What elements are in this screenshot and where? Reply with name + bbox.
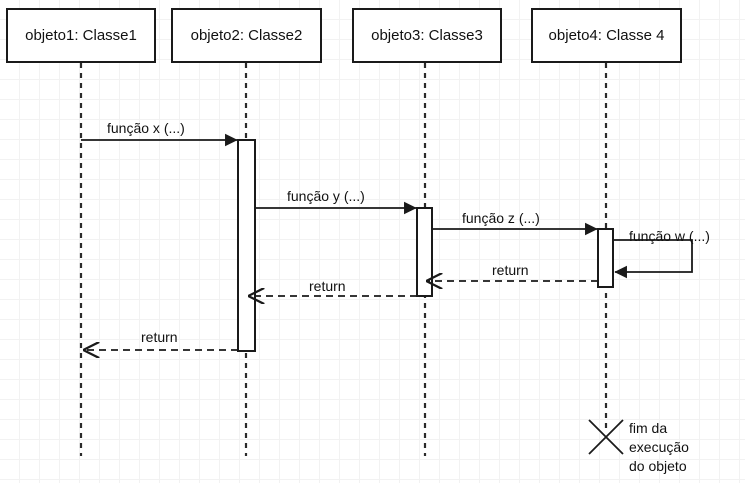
message-label-funcao-w: função w (...) bbox=[629, 228, 710, 244]
destruction-note-label: fim da execução do objeto bbox=[629, 420, 689, 474]
message-label-funcao-z: função z (...) bbox=[462, 210, 540, 226]
message-label-return-objeto3-objeto2: return bbox=[309, 278, 346, 294]
message-label-funcao-x: função x (...) bbox=[107, 120, 185, 136]
activation-bar-objeto2 bbox=[237, 139, 256, 352]
participant-box-objeto3[interactable]: objeto3: Classe3 bbox=[352, 8, 502, 63]
participant-label-objeto1: objeto1: Classe1 bbox=[25, 27, 137, 44]
participant-box-objeto1[interactable]: objeto1: Classe1 bbox=[6, 8, 156, 63]
message-label-return-objeto4-objeto3: return bbox=[492, 262, 529, 278]
participant-box-objeto2[interactable]: objeto2: Classe2 bbox=[171, 8, 322, 63]
activation-bar-objeto4 bbox=[597, 228, 614, 288]
activation-bar-objeto3 bbox=[416, 207, 433, 297]
message-arrow-funcao-w-self[interactable] bbox=[613, 239, 693, 279]
participant-box-objeto4[interactable]: objeto4: Classe 4 bbox=[531, 8, 682, 63]
destruction-x-icon bbox=[588, 419, 624, 455]
activation-bars bbox=[237, 139, 614, 352]
participant-label-objeto3: objeto3: Classe3 bbox=[371, 27, 483, 44]
participant-label-objeto4: objeto4: Classe 4 bbox=[548, 27, 665, 44]
message-label-funcao-y: função y (...) bbox=[287, 188, 365, 204]
message-label-return-objeto2-objeto1: return bbox=[141, 329, 178, 345]
message-arrows bbox=[81, 133, 693, 350]
participant-label-objeto2: objeto2: Classe2 bbox=[190, 27, 303, 44]
